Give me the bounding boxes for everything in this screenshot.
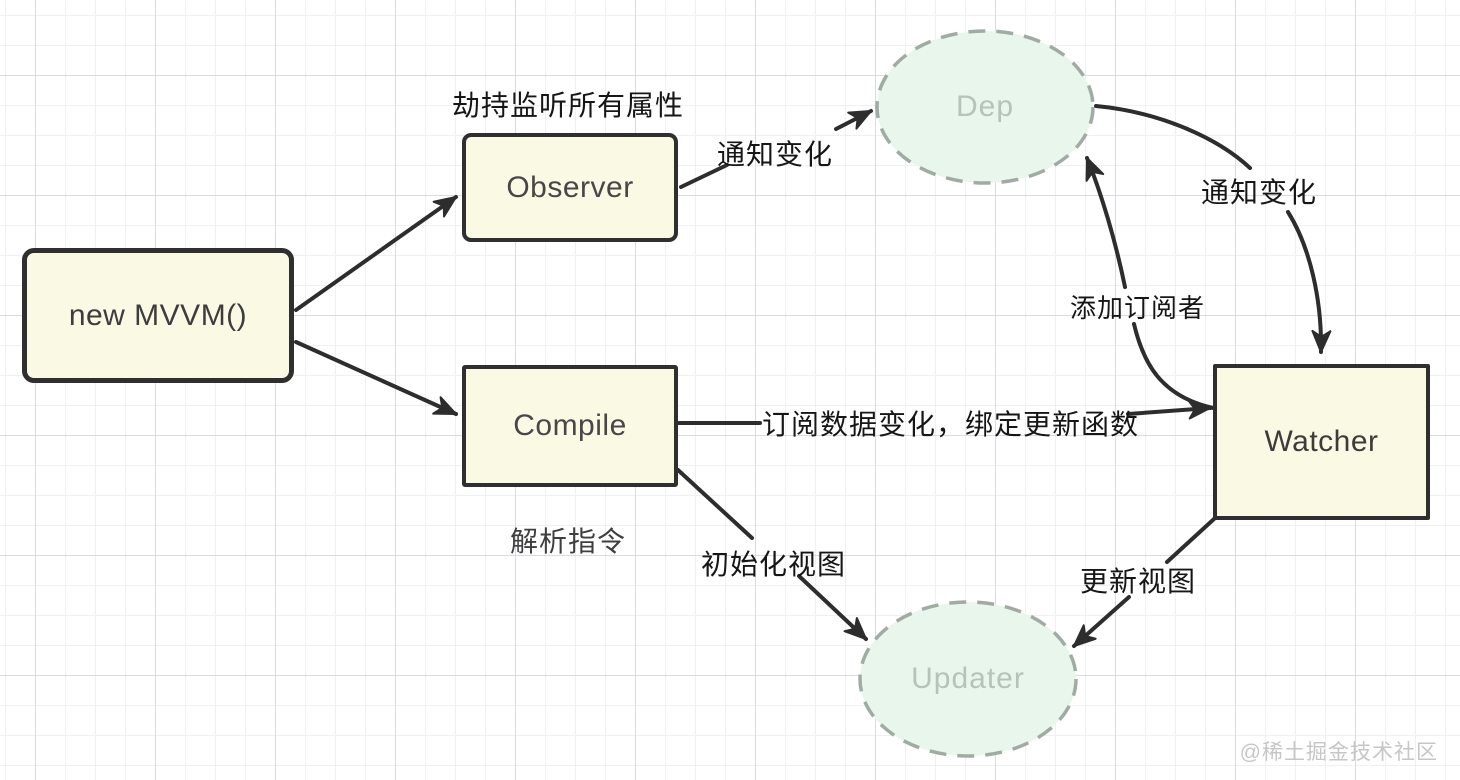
updater-ellipse bbox=[858, 600, 1078, 758]
edge-compile-updater-seg2 bbox=[797, 574, 868, 641]
edge-dep-watcher-seg2 bbox=[1286, 210, 1332, 354]
edge-watcher-updater-seg2 bbox=[1072, 595, 1131, 648]
node-dep-label: Dep bbox=[955, 90, 1015, 123]
edge-watcher-dep-seg2 bbox=[1085, 156, 1127, 289]
node-updater-label: Updater bbox=[911, 662, 1025, 695]
edge-watcher-updater-seg1 bbox=[1165, 517, 1216, 564]
caption-observer: 劫持监听所有属性 bbox=[452, 90, 685, 121]
label-subscribe-bind-update: 订阅数据变化，绑定更新函数 bbox=[762, 409, 1140, 440]
node-new-mvvm: new MVVM() bbox=[22, 248, 294, 383]
edge-compile-watcher-seg2 bbox=[1126, 399, 1212, 420]
edge-compile-updater-seg1 bbox=[676, 468, 754, 540]
label-update-view: 更新视图 bbox=[1080, 566, 1197, 597]
dep-ellipse bbox=[875, 29, 1095, 185]
edge-watcher-dep-seg1 bbox=[1132, 322, 1215, 410]
edge-mvvm-observer bbox=[294, 195, 458, 312]
edge-observer-dep-seg2 bbox=[834, 109, 873, 131]
label-notify-change-dep-watcher: 通知变化 bbox=[1201, 177, 1318, 208]
edge-mvvm-compile bbox=[294, 340, 458, 416]
label-init-view: 初始化视图 bbox=[701, 549, 847, 580]
label-notify-change-observer-dep: 通知变化 bbox=[717, 139, 834, 170]
node-compile: Compile bbox=[462, 365, 678, 487]
node-observer: Observer bbox=[462, 133, 678, 242]
watermark: @稀土掘金技术社区 bbox=[1239, 741, 1438, 764]
edge-dep-watcher-seg1 bbox=[1094, 104, 1252, 170]
node-watcher: Watcher bbox=[1213, 364, 1430, 520]
caption-compile-parse-directive: 解析指令 bbox=[510, 526, 627, 557]
label-add-subscriber: 添加订阅者 bbox=[1070, 293, 1206, 323]
edge-observer-dep-seg1 bbox=[679, 163, 729, 189]
